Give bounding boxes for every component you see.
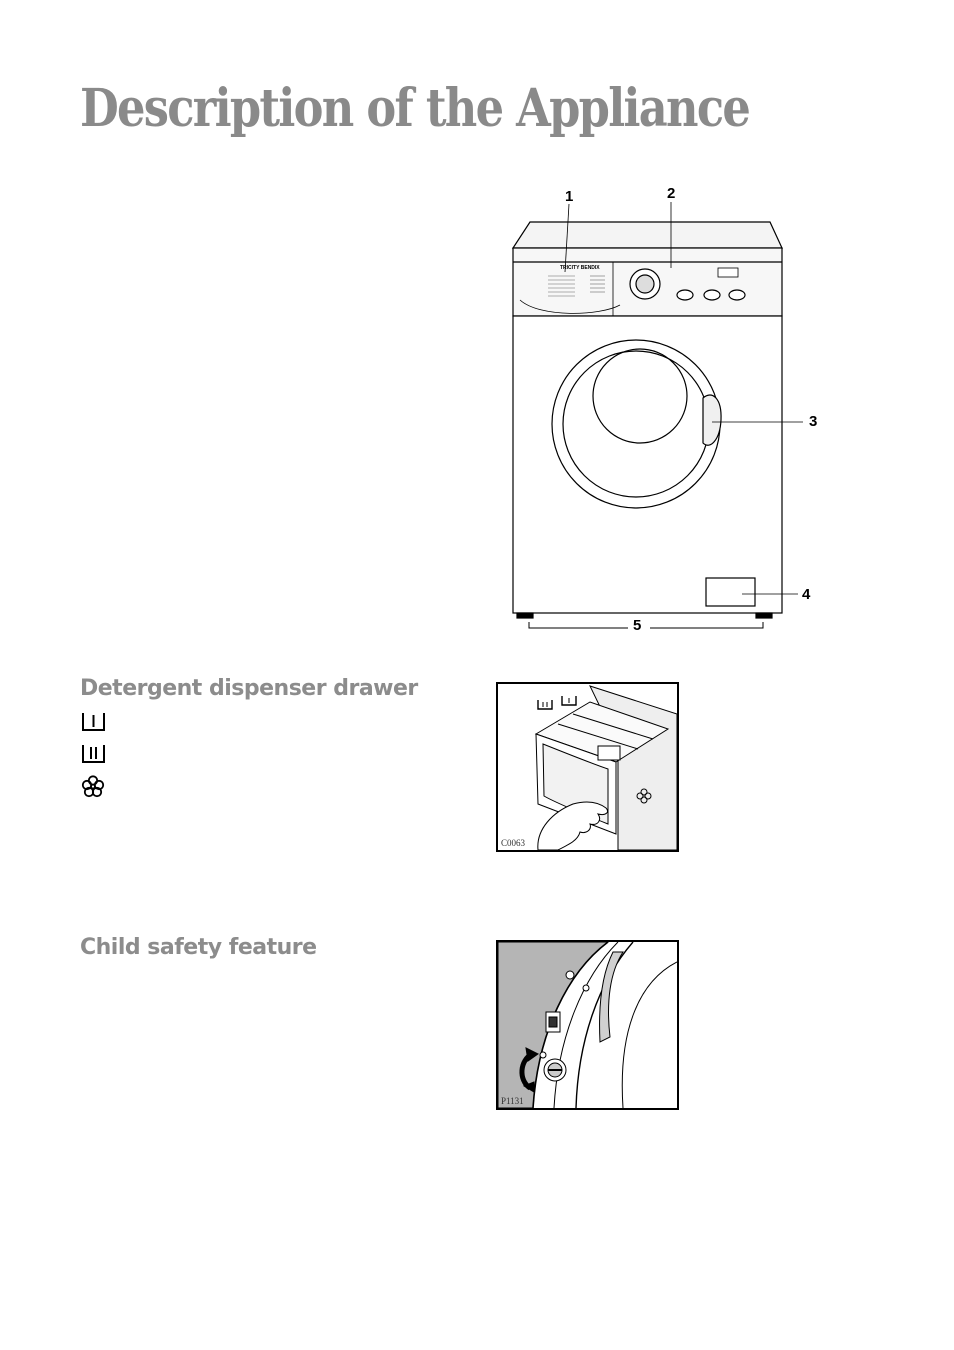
brand-label: TRICITY BENDIX: [560, 265, 600, 271]
callout-2: 2: [667, 185, 676, 202]
drawer-drawing: [534, 685, 677, 850]
figure-code-child-safety: P1131: [501, 1096, 524, 1106]
section-heading-child-safety: Child safety feature: [80, 935, 317, 960]
callout-1: 1: [565, 188, 574, 205]
section-heading-drawer: Detergent dispenser drawer: [80, 676, 418, 701]
softener-compartment-icon: [81, 775, 105, 798]
main-wash-compartment-icon: [82, 745, 105, 763]
prewash-compartment-icon: [82, 713, 105, 731]
washing-machine-drawing: TRICITY BENDIX: [511, 202, 803, 629]
drawer-illustration: C0063: [496, 682, 679, 852]
child-safety-illustration: P1131: [496, 940, 679, 1110]
callout-3: 3: [809, 413, 818, 430]
callout-4: 4: [802, 586, 811, 603]
figure-code-drawer: C0063: [501, 838, 526, 848]
callout-5: 5: [633, 617, 642, 634]
page-title: Description of the Appliance: [80, 78, 751, 139]
child-safety-drawing: [498, 942, 677, 1108]
